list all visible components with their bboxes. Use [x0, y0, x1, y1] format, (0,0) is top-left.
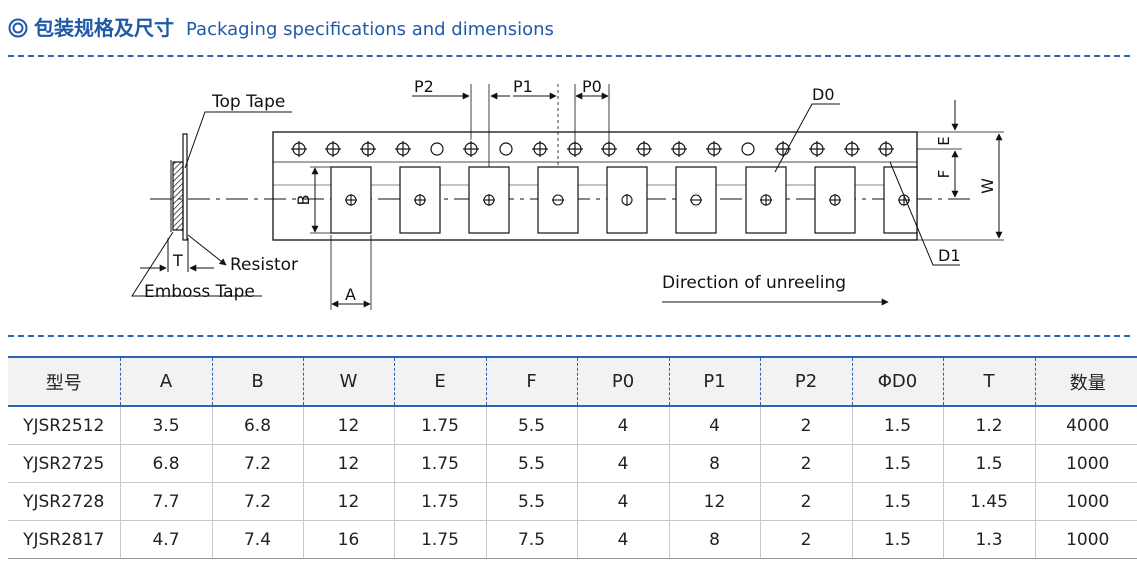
- label-e: E: [935, 136, 953, 145]
- label-p2: P2: [414, 77, 434, 96]
- label-emboss-tape: Emboss Tape: [144, 282, 255, 302]
- table-cell: 3.5: [119, 406, 212, 445]
- table-cell: 16: [302, 520, 394, 559]
- table-cell: 2: [759, 482, 852, 521]
- table-cell: 1.3: [942, 520, 1035, 559]
- column-header: E: [393, 356, 486, 407]
- table-cell: 7.7: [119, 482, 212, 521]
- table-cell: 1.5: [942, 444, 1035, 483]
- table-cell: YJSR2512: [8, 406, 120, 445]
- table-cell: 4.7: [119, 520, 212, 559]
- section-header: 包装规格及尺寸 Packaging specifications and dim…: [8, 12, 554, 44]
- table-row: YJSR2817 4.7 7.4 16 1.75 7.5 4 8 2 1.5 1…: [8, 520, 1137, 559]
- table-cell: 8: [668, 444, 760, 483]
- label-w: W: [978, 178, 997, 194]
- label-t: T: [172, 251, 183, 270]
- table-cell: 1.75: [393, 406, 486, 445]
- column-header: F: [485, 356, 577, 407]
- table-cell: 12: [302, 444, 394, 483]
- table-cell: 5.5: [485, 444, 577, 483]
- table-cell: 2: [759, 444, 852, 483]
- label-top-tape: Top Tape: [211, 92, 285, 112]
- table-cell: 1000: [1034, 444, 1137, 483]
- table-cell: 1.5: [851, 482, 943, 521]
- table-cell: 7.5: [485, 520, 577, 559]
- divider-middle: [8, 335, 1130, 337]
- table-cell: YJSR2725: [8, 444, 120, 483]
- label-f: F: [935, 170, 953, 179]
- table-cell: 4: [668, 406, 760, 445]
- table-cell: 6.8: [119, 444, 212, 483]
- label-p1: P1: [513, 77, 533, 96]
- label-resistor: Resistor: [230, 255, 298, 275]
- table-row: YJSR2728 7.7 7.2 12 1.75 5.5 4 12 2 1.5 …: [8, 482, 1137, 521]
- spec-table: 型号 A B W E F P0 P1 P2 ΦD0 T 数量 YJSR2512 …: [8, 356, 1137, 559]
- table-cell: 6.8: [211, 406, 303, 445]
- table-cell: 1.5: [851, 406, 943, 445]
- table-cell: 4: [576, 520, 669, 559]
- double-circle-icon: [8, 18, 28, 38]
- table-cell: 12: [302, 482, 394, 521]
- table-cell: 1.5: [851, 520, 943, 559]
- table-cell: 7.2: [211, 444, 303, 483]
- divider-top: [8, 55, 1130, 57]
- table-header-row: 型号 A B W E F P0 P1 P2 ΦD0 T 数量: [8, 356, 1137, 407]
- column-header: W: [302, 356, 394, 407]
- column-header: A: [119, 356, 212, 407]
- table-cell: 8: [668, 520, 760, 559]
- table-cell: 7.2: [211, 482, 303, 521]
- table-cell: 2: [759, 520, 852, 559]
- label-a: A: [345, 285, 356, 304]
- label-p0: P0: [582, 77, 602, 96]
- tape-drawing: Top Tape Resistor Emboss Tape T: [131, 77, 1004, 310]
- table-cell: 7.4: [211, 520, 303, 559]
- label-b: B: [294, 195, 313, 206]
- table-cell: YJSR2817: [8, 520, 120, 559]
- table-cell: 2: [759, 406, 852, 445]
- table-cell: 1.75: [393, 482, 486, 521]
- table-cell: 12: [668, 482, 760, 521]
- section-title-en: Packaging specifications and dimensions: [186, 19, 554, 40]
- tape-diagram: Top Tape Resistor Emboss Tape T: [0, 60, 1137, 330]
- column-header: 数量: [1034, 356, 1137, 407]
- label-direction: Direction of unreeling: [662, 273, 846, 293]
- table-cell: 1.5: [851, 444, 943, 483]
- table-cell: 4: [576, 406, 669, 445]
- table-row: YJSR2725 6.8 7.2 12 1.75 5.5 4 8 2 1.5 1…: [8, 444, 1137, 483]
- column-header: P1: [668, 356, 760, 407]
- table-cell: 12: [302, 406, 394, 445]
- column-header: P0: [576, 356, 669, 407]
- column-header: P2: [759, 356, 852, 407]
- table-row: YJSR2512 3.5 6.8 12 1.75 5.5 4 4 2 1.5 1…: [8, 406, 1137, 445]
- table-cell: 1.2: [942, 406, 1035, 445]
- label-d1: D1: [938, 246, 961, 265]
- label-d0: D0: [812, 85, 835, 104]
- table-cell: 1.75: [393, 520, 486, 559]
- column-header: ΦD0: [851, 356, 943, 407]
- table-cell: 1000: [1034, 482, 1137, 521]
- column-header: T: [942, 356, 1035, 407]
- table-cell: 5.5: [485, 482, 577, 521]
- table-cell: YJSR2728: [8, 482, 120, 521]
- table-cell: 5.5: [485, 406, 577, 445]
- table-cell: 4: [576, 444, 669, 483]
- table-cell: 1.45: [942, 482, 1035, 521]
- tape-side-view: [170, 133, 188, 241]
- section-title-zh: 包装规格及尺寸: [34, 16, 174, 40]
- table-cell: 4000: [1034, 406, 1137, 445]
- table-cell: 1.75: [393, 444, 486, 483]
- column-header: B: [211, 356, 303, 407]
- table-cell: 4: [576, 482, 669, 521]
- table-cell: 1000: [1034, 520, 1137, 559]
- sprocket-holes: [291, 141, 894, 157]
- column-header: 型号: [8, 356, 120, 407]
